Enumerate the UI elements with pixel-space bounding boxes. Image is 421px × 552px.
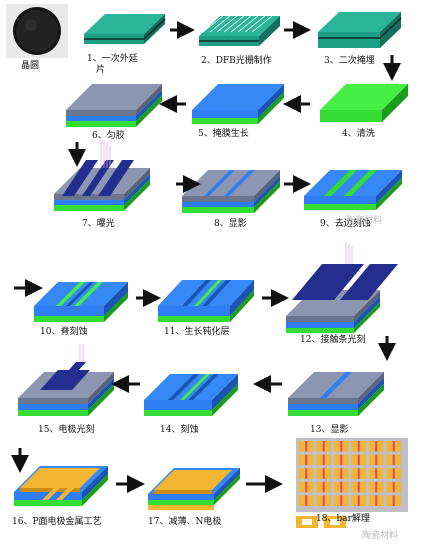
chip-stripe [375, 441, 378, 452]
step-13-diagram [288, 372, 384, 416]
label-step-17: 17、减薄、N电极 [148, 517, 222, 527]
label-step-12: 12、接触条光刻 [300, 335, 366, 345]
chip-stripe [375, 468, 378, 479]
step-2-diagram [199, 15, 280, 46]
label-step-18: 18、bar解理 [316, 514, 370, 524]
label-step-1-line1: 1、一次外延 [87, 54, 138, 64]
chip-stripe [392, 441, 395, 452]
chip-stripe [322, 495, 325, 506]
label-step-10: 10、脊刻蚀 [40, 327, 88, 337]
label-step-11: 11、生长钝化层 [164, 327, 230, 337]
watermark-2: 陶瓷材料 [362, 531, 399, 541]
chip-stripe [322, 481, 325, 493]
step-12-diagram [286, 242, 398, 333]
label-step-5: 5、掩膜生长 [198, 129, 249, 139]
chip-stripe [357, 495, 360, 506]
chip-stripe [305, 495, 308, 506]
label-step-4: 4、清洗 [342, 129, 375, 139]
chip-stripe [305, 454, 308, 466]
chip-stripe [357, 454, 360, 466]
label-step-16: 16、P面电极金属工艺 [12, 517, 102, 527]
step-11-diagram [158, 280, 254, 322]
chip-stripe [357, 481, 360, 493]
chip-stripe [305, 481, 308, 493]
chip-stripe [322, 468, 325, 479]
chip-stripe [340, 495, 343, 506]
step-5-diagram [192, 84, 284, 124]
chip-stripe [375, 495, 378, 506]
step-7-diagram [54, 140, 150, 211]
chip-stripe [322, 454, 325, 466]
step-6-diagram [66, 84, 162, 127]
chip-stripe [305, 441, 308, 452]
step-8-diagram [182, 170, 280, 213]
label-step-15: 15、电极光刻 [38, 425, 95, 435]
watermark-1: 陶瓷材料 [346, 216, 383, 226]
chip-stripe [340, 468, 343, 479]
label-wafer: 晶圆 [21, 61, 40, 71]
step-10-diagram [34, 282, 128, 322]
chip-stripe [375, 481, 378, 493]
step-9-diagram [304, 170, 402, 210]
step-14-diagram [144, 374, 238, 416]
step-1-diagram [84, 14, 166, 44]
chip-stripe [322, 441, 325, 452]
label-step-14: 14、刻蚀 [160, 425, 199, 435]
step-4-diagram [320, 84, 408, 122]
label-step-9: 9、去边刻蚀 [320, 219, 371, 229]
label-step-7: 7、曝光 [82, 219, 115, 229]
chip-stripe [392, 495, 395, 506]
chip-stripe [340, 481, 343, 493]
wafer-image [6, 4, 68, 58]
step-3-diagram [318, 12, 402, 48]
chip-stripe [357, 441, 360, 452]
step-16-diagram [14, 466, 108, 506]
chip-stripe [375, 454, 378, 466]
label-step-13: 13、显影 [310, 425, 349, 435]
label-step-3: 3、二次掩埋 [324, 56, 375, 66]
step-15-diagram [18, 344, 114, 416]
step-17-diagram [148, 468, 240, 510]
label-step-8: 8、显影 [214, 219, 247, 229]
step-18-diagram [296, 438, 408, 528]
chip-stripe [340, 441, 343, 452]
chip-stripe [392, 454, 395, 466]
label-step-1-line2: 片 [96, 65, 106, 75]
chip-stripe [392, 468, 395, 479]
chip-stripe [340, 454, 343, 466]
chip-stripe [392, 481, 395, 493]
chip-stripe [357, 468, 360, 479]
chip-stripe [305, 468, 308, 479]
label-step-6: 6、匀胶 [92, 131, 125, 141]
label-step-2: 2、DFB光栅制作 [201, 56, 272, 66]
